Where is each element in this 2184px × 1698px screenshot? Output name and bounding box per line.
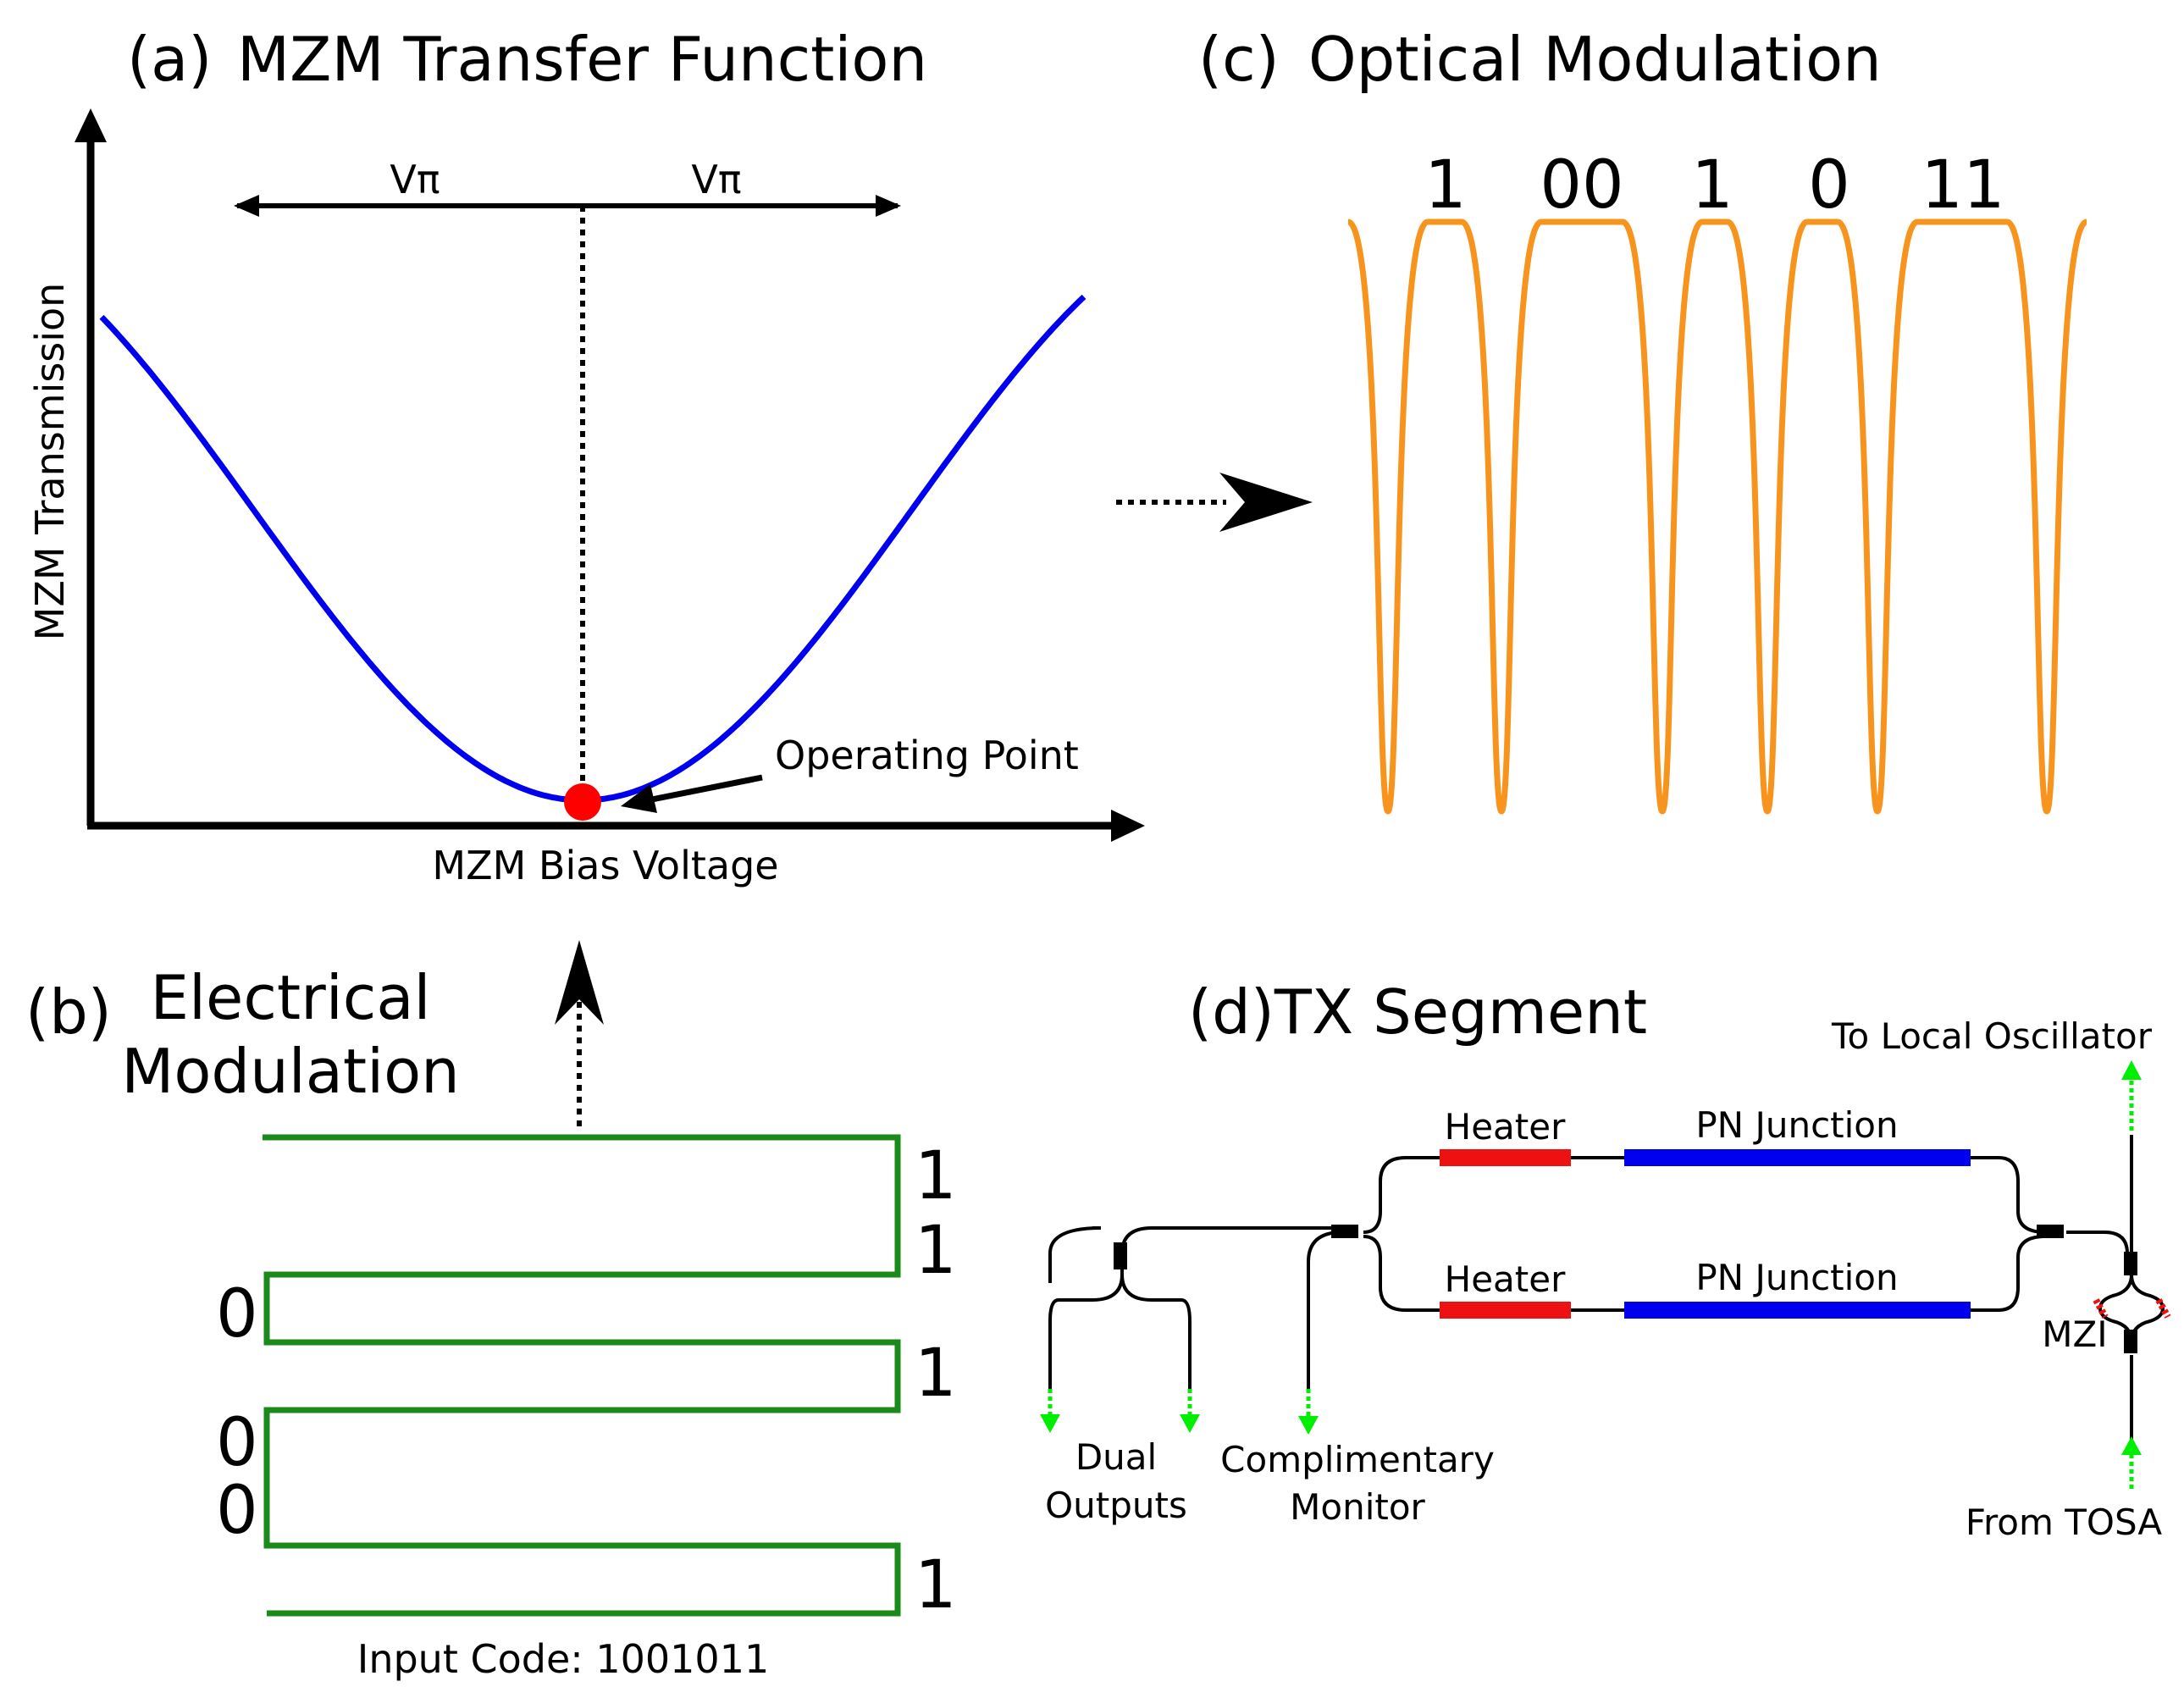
arm-combiner: [2037, 1225, 2064, 1238]
bit-right-4: 1: [915, 1547, 957, 1623]
optical-bit-group-1: 1: [1424, 147, 1467, 224]
panel-b-title-line2: Modulation: [121, 1036, 460, 1107]
waveguides: [1048, 1135, 2165, 1440]
bit-right-1: 1: [915, 1138, 957, 1214]
panel-b-letter: (b): [25, 976, 112, 1048]
bit-right-2: 1: [915, 1213, 957, 1289]
heater-top: [1440, 1149, 1571, 1166]
dual-outputs-label-line1: Dual: [1075, 1436, 1157, 1478]
panel-b: (b) Electrical Modulation 1 1 1 1 0 0 0 …: [25, 962, 957, 1682]
mzi-label: MZI: [2042, 1314, 2107, 1355]
monitor-output-arrow: [1298, 1416, 1319, 1435]
dual-output-right-arrow: [1180, 1414, 1200, 1433]
panel-c-title: Optical Modulation: [1308, 24, 1882, 95]
optical-bit-group-3: 1: [1691, 147, 1733, 224]
heater-bottom-label: Heater: [1445, 1258, 1566, 1300]
a-to-c-arrowhead: [1219, 473, 1313, 532]
x-axis-arrowhead: [1111, 810, 1145, 842]
panel-c-letter: (c): [1198, 24, 1280, 95]
optical-signal-waveform: [1346, 218, 2088, 815]
panel-d-title: (d)TX Segment: [1188, 976, 1647, 1048]
panel-d: (d)TX Segment: [1040, 976, 2171, 1543]
io-arrow-lines: [1048, 1080, 2134, 1489]
transfer-function-curve: [99, 294, 1086, 804]
vpi-left-arrowhead: [234, 195, 259, 217]
panel-a: (a) MZM Transfer Function MZM Transmissi…: [27, 24, 1313, 1126]
operating-point-pointer: [634, 774, 763, 806]
vpi-left-label: Vπ: [390, 157, 440, 202]
mzi-bottom-coupler: [2124, 1330, 2137, 1353]
panel-a-title: MZM Transfer Function: [237, 24, 927, 95]
optical-bit-group-5: 11: [1921, 147, 2004, 224]
output-splitter: [1114, 1242, 1127, 1269]
panel-c: (c) Optical Modulation 1 00 1 0 11: [1198, 24, 2088, 815]
electrical-waveform: [263, 1134, 901, 1617]
dual-outputs-label-line2: Outputs: [1045, 1485, 1187, 1526]
panel-a-letter: (a): [127, 24, 212, 95]
mzi-top-coupler: [2124, 1252, 2137, 1275]
vpi-right-arrowhead: [876, 195, 901, 217]
operating-point-arrowhead: [621, 784, 657, 813]
pn-top-label: PN Junction: [1695, 1104, 1898, 1146]
bit-left-1: 0: [216, 1276, 258, 1352]
pn-junction-top: [1624, 1149, 1971, 1166]
b-to-a-arrowhead: [555, 940, 604, 1025]
vpi-right-label: Vπ: [691, 157, 741, 202]
x-axis-label: MZM Bias Voltage: [432, 843, 778, 888]
input-code-label: Input Code: 1001011: [357, 1636, 769, 1682]
y-axis-label: MZM Transmission: [27, 283, 73, 641]
bit-right-3: 1: [915, 1336, 957, 1412]
pn-junction-bottom: [1624, 1302, 1971, 1319]
monitor-splitter: [1331, 1225, 1358, 1238]
bit-left-3: 0: [216, 1473, 258, 1549]
monitor-label-line2: Monitor: [1290, 1486, 1425, 1528]
optical-bit-group-2: 00: [1540, 147, 1623, 224]
bit-left-2: 0: [216, 1405, 258, 1481]
heater-top-label: Heater: [1445, 1106, 1566, 1148]
operating-point-label: Operating Point: [775, 733, 1079, 778]
local-oscillator-arrow: [2121, 1060, 2142, 1080]
from-tosa-arrow: [2121, 1436, 2142, 1455]
from-tosa-label: From TOSA: [1966, 1502, 2163, 1543]
optical-bit-group-4: 0: [1808, 147, 1850, 224]
panel-b-title-line1: Electrical: [151, 962, 431, 1033]
heater-bottom: [1440, 1302, 1571, 1319]
to-local-oscillator-label: To Local Oscillator: [1831, 1015, 2153, 1057]
y-axis-arrowhead: [75, 108, 107, 142]
monitor-label-line1: Complimentary: [1220, 1439, 1495, 1480]
mzi-heater-left: [2093, 1298, 2109, 1319]
dual-output-left-arrow: [1040, 1414, 1060, 1433]
mzi-heater-right: [2155, 1298, 2171, 1319]
operating-point-marker: [564, 783, 601, 821]
pn-bottom-label: PN Junction: [1695, 1257, 1898, 1298]
